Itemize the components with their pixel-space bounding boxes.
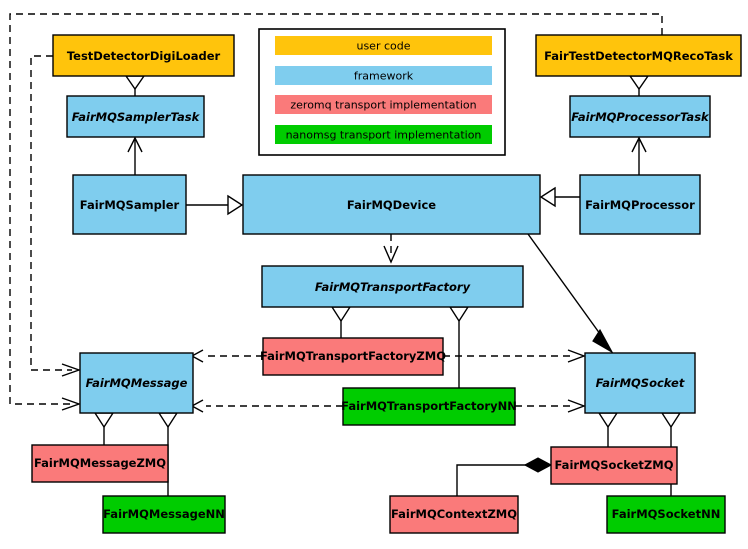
class-label-fairmqtransportfactorynn: FairMQTransportFactoryNN: [341, 399, 517, 413]
class-label-testdetectordigiloader: TestDetectorDigiLoader: [67, 49, 221, 63]
class-node-fairmqtransportfactorynn[interactable]: FairMQTransportFactoryNN: [341, 387, 517, 426]
class-box-fairmqmessage[interactable]: [79, 352, 194, 414]
class-box-testdetectordigiloader[interactable]: [52, 34, 235, 77]
class-box-fairmqprocessor[interactable]: [579, 174, 701, 235]
edge-socketzmq-socket: [597, 412, 619, 447]
class-node-fairmqtransportfactory[interactable]: FairMQTransportFactory: [261, 265, 524, 308]
legend-swatch-user-code: [275, 36, 492, 55]
class-node-fairmqcontextzmq[interactable]: FairMQContextZMQ: [389, 495, 519, 534]
class-box-fairmqtransportfactorynn[interactable]: [342, 387, 516, 426]
class-box-fairmqsocket[interactable]: [584, 352, 696, 414]
class-node-fairmqsocketnn[interactable]: FairMQSocketNN: [606, 495, 726, 534]
class-node-fairmqsampler[interactable]: FairMQSampler: [72, 174, 187, 235]
class-label-fairmqsampler: FairMQSampler: [80, 198, 180, 212]
class-node-fairmqmessagenn[interactable]: FairMQMessageNN: [102, 495, 226, 534]
class-label-fairmqprocessortask: FairMQProcessorTask: [571, 110, 710, 124]
edge-factorynn-message: [190, 399, 343, 413]
edge-messagezmq-message: [93, 412, 115, 445]
class-label-fairtestdetectormqrecotask: FairTestDetectorMQRecoTask: [544, 49, 733, 63]
class-label-fairmqmessagezmq: FairMQMessageZMQ: [34, 456, 166, 470]
legend-item-nanomsg: nanomsg transport implementation: [275, 125, 492, 144]
legend-swatch-zeromq: [275, 95, 492, 114]
class-box-fairmqtransportfactoryzmq[interactable]: [262, 337, 444, 376]
class-box-fairmqsocketzmq[interactable]: [550, 446, 678, 485]
class-box-fairmqsocketnn[interactable]: [606, 495, 726, 534]
class-label-fairmqsocketzmq: FairMQSocketZMQ: [555, 458, 674, 472]
class-node-fairtestdetectormqrecotask[interactable]: FairTestDetectorMQRecoTask: [535, 34, 742, 77]
class-node-fairmqprocessor[interactable]: FairMQProcessor: [579, 174, 701, 235]
edge-recotask-processortask: [628, 75, 650, 96]
edge-digiloader-samplertask: [124, 75, 146, 96]
class-label-fairmqsamplertask: FairMQSamplerTask: [72, 110, 201, 124]
class-node-fairmqtransportfactoryzmq[interactable]: FairMQTransportFactoryZMQ: [260, 337, 446, 376]
class-label-fairmqdevice: FairMQDevice: [347, 198, 436, 212]
legend: user code framework zeromq transport imp…: [258, 28, 506, 156]
class-box-fairmqsampler[interactable]: [72, 174, 187, 235]
edge-recotask-message: [9, 13, 663, 411]
edge-factoryzmq-message: [190, 349, 263, 363]
class-label-fairmqsocket: FairMQSocket: [596, 376, 685, 390]
class-node-fairmqdevice[interactable]: FairMQDevice: [242, 174, 541, 235]
class-box-fairmqcontextzmq[interactable]: [389, 495, 519, 534]
class-node-fairmqsamplertask[interactable]: FairMQSamplerTask: [66, 95, 205, 138]
class-node-fairmqmessagezmq[interactable]: FairMQMessageZMQ: [31, 444, 169, 483]
legend-label-framework: framework: [354, 70, 414, 83]
edge-socketzmq-contextzmq: [456, 457, 553, 496]
class-label-fairmqtransportfactory: FairMQTransportFactory: [315, 280, 471, 294]
legend-label-zeromq: zeromq transport implementation: [290, 99, 476, 112]
class-label-fairmqtransportfactoryzmq: FairMQTransportFactoryZMQ: [260, 349, 446, 363]
legend-swatch-framework: [275, 66, 492, 85]
class-box-fairtestdetectormqrecotask[interactable]: [535, 34, 742, 77]
class-label-fairmqprocessor: FairMQProcessor: [585, 198, 695, 212]
class-node-fairmqmessage[interactable]: FairMQMessage: [79, 352, 194, 414]
edge-processor-device: [539, 186, 580, 208]
class-node-fairmqsocket[interactable]: FairMQSocket: [584, 352, 696, 414]
edge-factoryzmq-factory: [330, 306, 352, 338]
legend-item-framework: framework: [275, 66, 492, 85]
class-node-fairmqprocessortask[interactable]: FairMQProcessorTask: [569, 95, 711, 138]
edge-device-socket: [527, 233, 614, 354]
legend-swatch-nanomsg: [275, 125, 492, 144]
class-label-fairmqmessagenn: FairMQMessageNN: [103, 507, 225, 521]
class-label-fairmqmessage: FairMQMessage: [86, 376, 188, 390]
edge-factoryzmq-socket: [443, 349, 586, 363]
edge-digiloader-message: [30, 55, 82, 377]
node-layer: TestDetectorDigiLoader FairTestDetectorM…: [31, 34, 742, 534]
edge-processor-processortask: [631, 136, 647, 175]
class-box-fairmqdevice[interactable]: [242, 174, 541, 235]
class-node-fairmqsocketzmq[interactable]: FairMQSocketZMQ: [550, 446, 678, 485]
edge-factorynn-socket: [515, 399, 586, 413]
class-box-fairmqsamplertask[interactable]: [66, 95, 205, 138]
class-box-fairmqprocessortask[interactable]: [569, 95, 711, 138]
class-label-fairmqsocketnn: FairMQSocketNN: [612, 507, 721, 521]
class-node-testdetectordigiloader[interactable]: TestDetectorDigiLoader: [52, 34, 235, 77]
edge-sampler-samplertask: [127, 136, 143, 175]
class-label-fairmqcontextzmq: FairMQContextZMQ: [391, 507, 517, 521]
class-box-fairmqmessagezmq[interactable]: [31, 444, 169, 483]
class-box-fairmqmessagenn[interactable]: [102, 495, 226, 534]
legend-label-user-code: user code: [356, 40, 410, 53]
edge-factorynn-factory: [448, 306, 470, 388]
legend-label-nanomsg: nanomsg transport implementation: [286, 129, 482, 142]
edge-device-transportfactory: [383, 234, 399, 264]
legend-item-zeromq: zeromq transport implementation: [275, 95, 492, 114]
edge-sampler-device: [186, 194, 244, 216]
legend-item-user-code: user code: [275, 36, 492, 55]
class-box-fairmqtransportfactory[interactable]: [261, 265, 524, 308]
